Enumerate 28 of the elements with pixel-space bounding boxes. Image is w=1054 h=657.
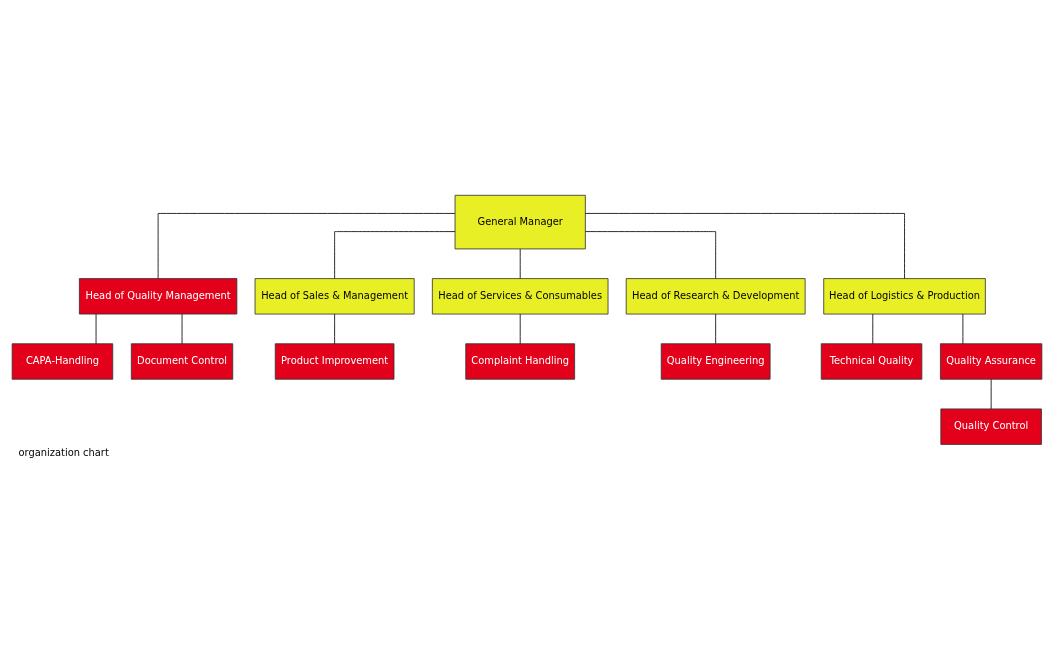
node-box: Head of Research & Development [625, 278, 806, 315]
connector [519, 248, 521, 279]
node-box: Quality Control [940, 408, 1042, 445]
connector [990, 378, 992, 410]
connector [334, 313, 336, 345]
connector [962, 313, 964, 345]
node-box: Head of Logistics & Production [823, 278, 986, 315]
connector [95, 313, 97, 345]
connector [334, 231, 456, 279]
connector [157, 213, 456, 279]
node-box: Quality Assurance [940, 343, 1043, 380]
connector [519, 313, 521, 345]
node-box: Complaint Handling [465, 343, 576, 380]
node-box: Head of Sales & Management [254, 278, 415, 315]
connector [585, 231, 717, 279]
node-box: Head of Services & Consumables [431, 278, 609, 315]
node-box: Document Control [130, 343, 234, 380]
connector [715, 313, 717, 345]
node-box: Head of Quality Management [78, 278, 238, 315]
node-box: CAPA-Handling [11, 343, 114, 380]
caption: organization chart [18, 446, 109, 458]
node-box: General Manager [454, 194, 586, 250]
connector [872, 313, 874, 345]
node-box: Technical Quality [820, 343, 923, 380]
connector [181, 313, 183, 345]
node-box: Quality Engineering [660, 343, 771, 380]
node-box: Product Improvement [274, 343, 395, 380]
connector [585, 213, 905, 279]
